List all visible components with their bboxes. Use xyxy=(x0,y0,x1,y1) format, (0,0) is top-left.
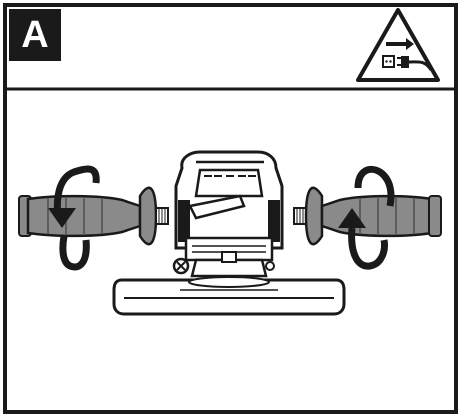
rotate-counterclockwise-arrow xyxy=(48,165,100,271)
angle-grinder-head xyxy=(174,150,284,278)
outer-border xyxy=(3,3,458,414)
step-label: A xyxy=(9,9,61,61)
unplug-warning-icon xyxy=(356,8,440,82)
wheel-guard xyxy=(112,276,346,316)
screw-icon xyxy=(172,257,190,275)
left-side-handle xyxy=(18,186,169,246)
rotate-clockwise-arrow xyxy=(338,165,395,270)
right-side-handle xyxy=(293,186,442,246)
